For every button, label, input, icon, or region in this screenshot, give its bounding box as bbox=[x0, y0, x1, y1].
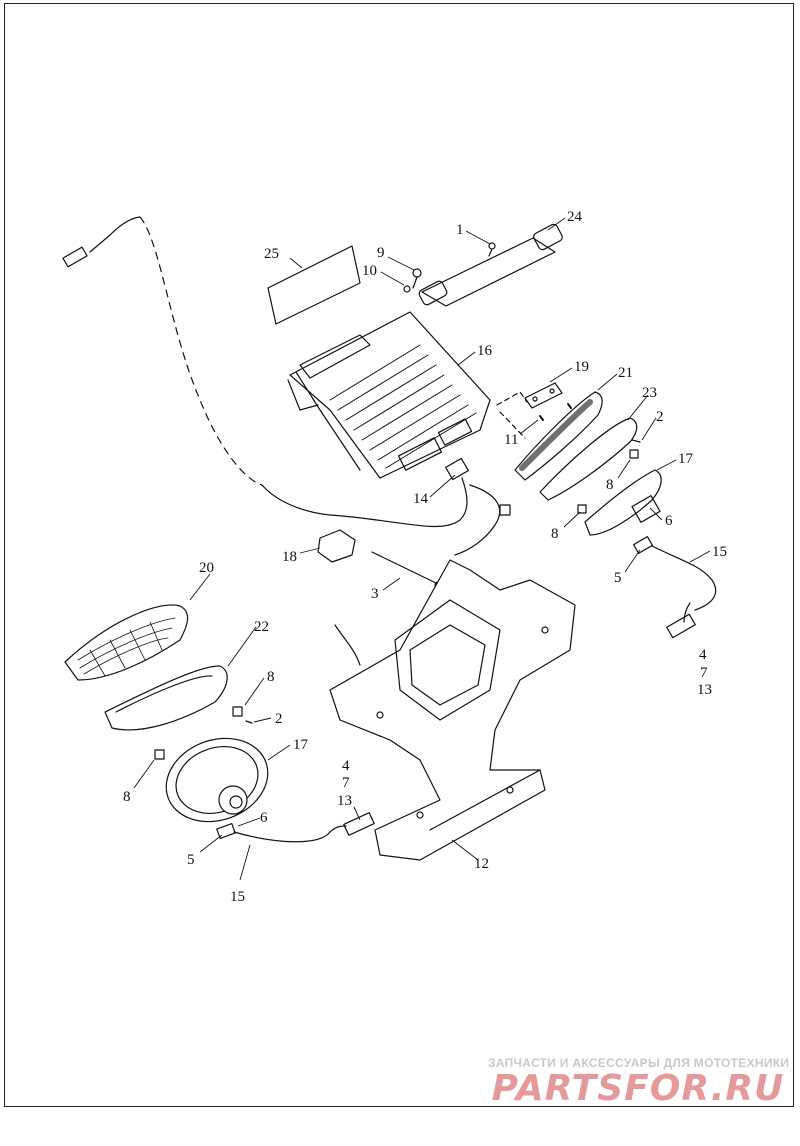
part-17-upper-speaker[interactable] bbox=[584, 469, 662, 536]
part-15-upper-harness[interactable] bbox=[632, 536, 717, 639]
part-2-screw-upper[interactable] bbox=[631, 439, 641, 443]
callout-15-lower: 15 bbox=[230, 889, 245, 905]
part-11-screws[interactable] bbox=[539, 403, 572, 421]
callout-8-upper-b: 8 bbox=[551, 526, 559, 542]
callout-15-upper: 15 bbox=[712, 544, 727, 560]
antenna-connector[interactable] bbox=[62, 216, 141, 268]
drawing-frame bbox=[4, 3, 794, 1107]
callout-6-upper: 6 bbox=[665, 513, 673, 529]
callout-7-lower: 7 bbox=[342, 775, 350, 791]
part-9-screw[interactable] bbox=[412, 268, 422, 289]
part-23-upper-trim-ring[interactable] bbox=[539, 417, 638, 501]
antenna-cable-dashed bbox=[139, 216, 263, 486]
callout-9: 9 bbox=[377, 245, 385, 261]
callout-24: 24 bbox=[567, 209, 583, 225]
part-16-amplifier-module[interactable] bbox=[287, 311, 491, 479]
callout-8-lower-a: 8 bbox=[267, 669, 275, 685]
part-14-harness[interactable] bbox=[261, 457, 511, 556]
callout-2-upper: 2 bbox=[656, 409, 664, 425]
callout-2-lower: 2 bbox=[275, 711, 283, 727]
part-18-antenna[interactable] bbox=[317, 529, 356, 563]
leader-lines bbox=[133, 217, 711, 881]
part-12-bracket[interactable] bbox=[329, 559, 576, 861]
callout-11: 11 bbox=[504, 432, 518, 448]
part-8-clips-upper[interactable] bbox=[577, 449, 639, 514]
callout-labels: 1 24 25 9 10 16 19 21 23 11 2 17 8 8 6 1… bbox=[123, 209, 727, 905]
callout-18: 18 bbox=[282, 549, 297, 565]
callout-5-lower: 5 bbox=[187, 852, 195, 868]
watermark-tagline: ЗАПЧАСТИ И АКСЕССУАРЫ ДЛЯ МОТОТЕХНИКИ bbox=[488, 1056, 790, 1070]
callout-23: 23 bbox=[642, 385, 657, 401]
callout-8-upper-a: 8 bbox=[606, 477, 614, 493]
part-25-label-sheet[interactable] bbox=[267, 245, 361, 325]
callout-13-upper: 13 bbox=[697, 682, 712, 698]
part-19-bracket[interactable] bbox=[524, 382, 563, 409]
callout-16: 16 bbox=[477, 343, 493, 359]
callout-13-lower: 13 bbox=[337, 793, 352, 809]
callout-3: 3 bbox=[371, 586, 379, 602]
part-20-lower-grille[interactable] bbox=[64, 604, 189, 681]
callout-25: 25 bbox=[264, 246, 279, 262]
callout-22: 22 bbox=[254, 619, 269, 635]
callout-17-upper: 17 bbox=[678, 451, 694, 467]
callout-17-lower: 17 bbox=[293, 737, 309, 753]
callout-7-upper: 7 bbox=[700, 665, 708, 681]
part-15-lower-harness[interactable] bbox=[216, 812, 375, 843]
callout-10: 10 bbox=[362, 263, 377, 279]
callout-6-lower: 6 bbox=[260, 810, 268, 826]
part-10-washer[interactable] bbox=[403, 285, 411, 293]
part-22-lower-trim-ring[interactable] bbox=[104, 665, 228, 731]
callout-5-upper: 5 bbox=[614, 570, 622, 586]
part-17-lower-speaker[interactable] bbox=[154, 725, 279, 836]
part-8-clips-lower[interactable] bbox=[154, 706, 243, 760]
callout-12: 12 bbox=[474, 856, 489, 872]
part-2-screw-lower[interactable] bbox=[245, 720, 253, 724]
callout-4-lower: 4 bbox=[342, 758, 350, 774]
callout-1: 1 bbox=[456, 222, 464, 238]
part-21-upper-grille[interactable] bbox=[514, 391, 603, 481]
callout-4-upper: 4 bbox=[699, 647, 707, 663]
part-1-screw[interactable] bbox=[488, 242, 496, 257]
part-24-strap[interactable] bbox=[418, 223, 564, 307]
watermark-logo: PARTSFOR.RU bbox=[491, 1068, 785, 1109]
part-3-cable-tie[interactable] bbox=[371, 551, 442, 589]
callout-19: 19 bbox=[574, 359, 589, 375]
callout-20: 20 bbox=[199, 560, 214, 576]
callout-8-lower-b: 8 bbox=[123, 789, 131, 805]
callout-21: 21 bbox=[618, 365, 633, 381]
callout-14: 14 bbox=[413, 491, 429, 507]
